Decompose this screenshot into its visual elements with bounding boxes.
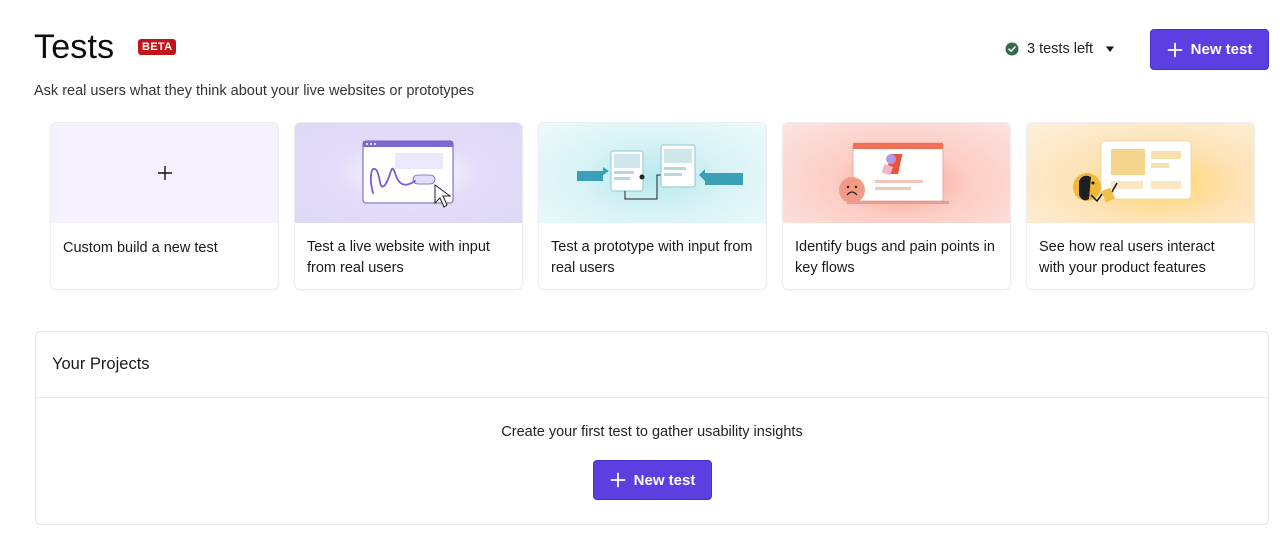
- card-features-image: [1027, 123, 1254, 223]
- caret-down-icon: [1106, 46, 1115, 52]
- template-cards: Custom build a new test Test a live webs…: [50, 122, 1255, 290]
- new-test-button-label: New test: [633, 471, 696, 489]
- tests-left-dropdown[interactable]: 3 tests left: [1005, 41, 1115, 57]
- page-subtitle: Ask real users what they think about you…: [34, 83, 475, 99]
- card-prototype-image: [539, 123, 766, 223]
- card-custom-build-image: [51, 123, 278, 223]
- check-circle-icon: [1005, 42, 1019, 56]
- new-test-button-projects[interactable]: New test: [593, 460, 712, 500]
- plus-icon: [157, 166, 172, 180]
- bugs-illustration-icon: [839, 142, 949, 204]
- card-bugs-image: [783, 123, 1010, 223]
- features-illustration-icon: [1073, 140, 1192, 203]
- website-illustration-icon: [362, 140, 454, 208]
- card-custom-build[interactable]: Custom build a new test: [50, 122, 279, 290]
- card-bugs-label: Identify bugs and pain points in key flo…: [795, 239, 995, 276]
- projects-empty-message: Create your first test to gather usabili…: [501, 424, 803, 440]
- new-test-button-label: New test: [1190, 41, 1253, 58]
- card-live-website[interactable]: Test a live website with input from real…: [294, 122, 523, 290]
- card-prototype[interactable]: Test a prototype with input from real us…: [538, 122, 767, 290]
- projects-header: Your Projects: [36, 332, 1268, 398]
- projects-panel: Your Projects Create your first test to …: [35, 331, 1269, 525]
- card-bugs[interactable]: Identify bugs and pain points in key flo…: [782, 122, 1011, 290]
- card-live-website-label: Test a live website with input from real…: [307, 239, 490, 276]
- new-test-button-header[interactable]: New test: [1150, 29, 1269, 70]
- prototype-flow-illustration-icon: [577, 144, 743, 200]
- card-features[interactable]: See how real users interact with your pr…: [1026, 122, 1255, 290]
- plus-icon: [610, 472, 626, 488]
- card-live-website-image: [295, 123, 522, 223]
- tests-left-label: 3 tests left: [1027, 41, 1094, 57]
- plus-icon: [1167, 42, 1183, 57]
- card-features-label: See how real users interact with your pr…: [1039, 239, 1215, 276]
- page-title: Tests: [34, 28, 115, 66]
- beta-badge: BETA: [138, 39, 177, 55]
- card-custom-build-label: Custom build a new test: [63, 240, 218, 256]
- card-prototype-label: Test a prototype with input from real us…: [551, 239, 753, 276]
